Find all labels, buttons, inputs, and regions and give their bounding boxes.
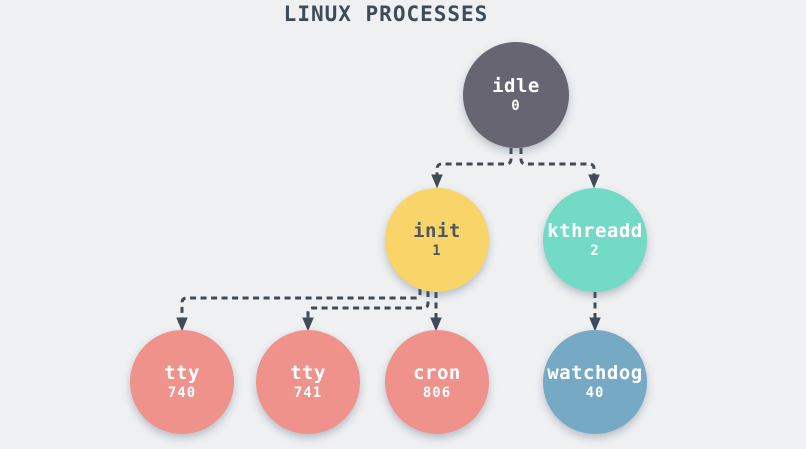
edge-idle-kthreadd	[519, 148, 600, 189]
process-pid: 740	[167, 385, 197, 402]
edge-init-tty740	[176, 289, 422, 332]
process-name: tty	[164, 361, 200, 384]
edge-init-tty741	[302, 291, 430, 332]
process-name: tty	[290, 361, 326, 384]
process-node-watchdog: watchdog 40	[543, 330, 647, 434]
process-pid: 806	[422, 385, 452, 402]
process-node-idle: idle 0	[463, 42, 569, 148]
edge-idle-init	[431, 148, 513, 189]
process-pid: 741	[293, 385, 323, 402]
process-node-init: init 1	[385, 188, 489, 292]
process-name: idle	[492, 74, 540, 97]
process-node-kthreadd: kthreadd 2	[543, 188, 647, 292]
process-pid: 2	[590, 243, 600, 260]
process-pid: 0	[511, 98, 521, 115]
process-node-cron: cron 806	[385, 330, 489, 434]
process-name: watchdog	[547, 361, 643, 384]
process-node-tty-740: tty 740	[130, 330, 234, 434]
process-pid: 1	[432, 243, 442, 260]
process-name: cron	[413, 361, 461, 384]
diagram-title: LINUX PROCESSES	[283, 2, 489, 26]
process-node-tty-741: tty 741	[256, 330, 360, 434]
process-pid: 40	[585, 385, 605, 402]
process-name: init	[413, 219, 461, 242]
process-name: kthreadd	[547, 219, 643, 242]
